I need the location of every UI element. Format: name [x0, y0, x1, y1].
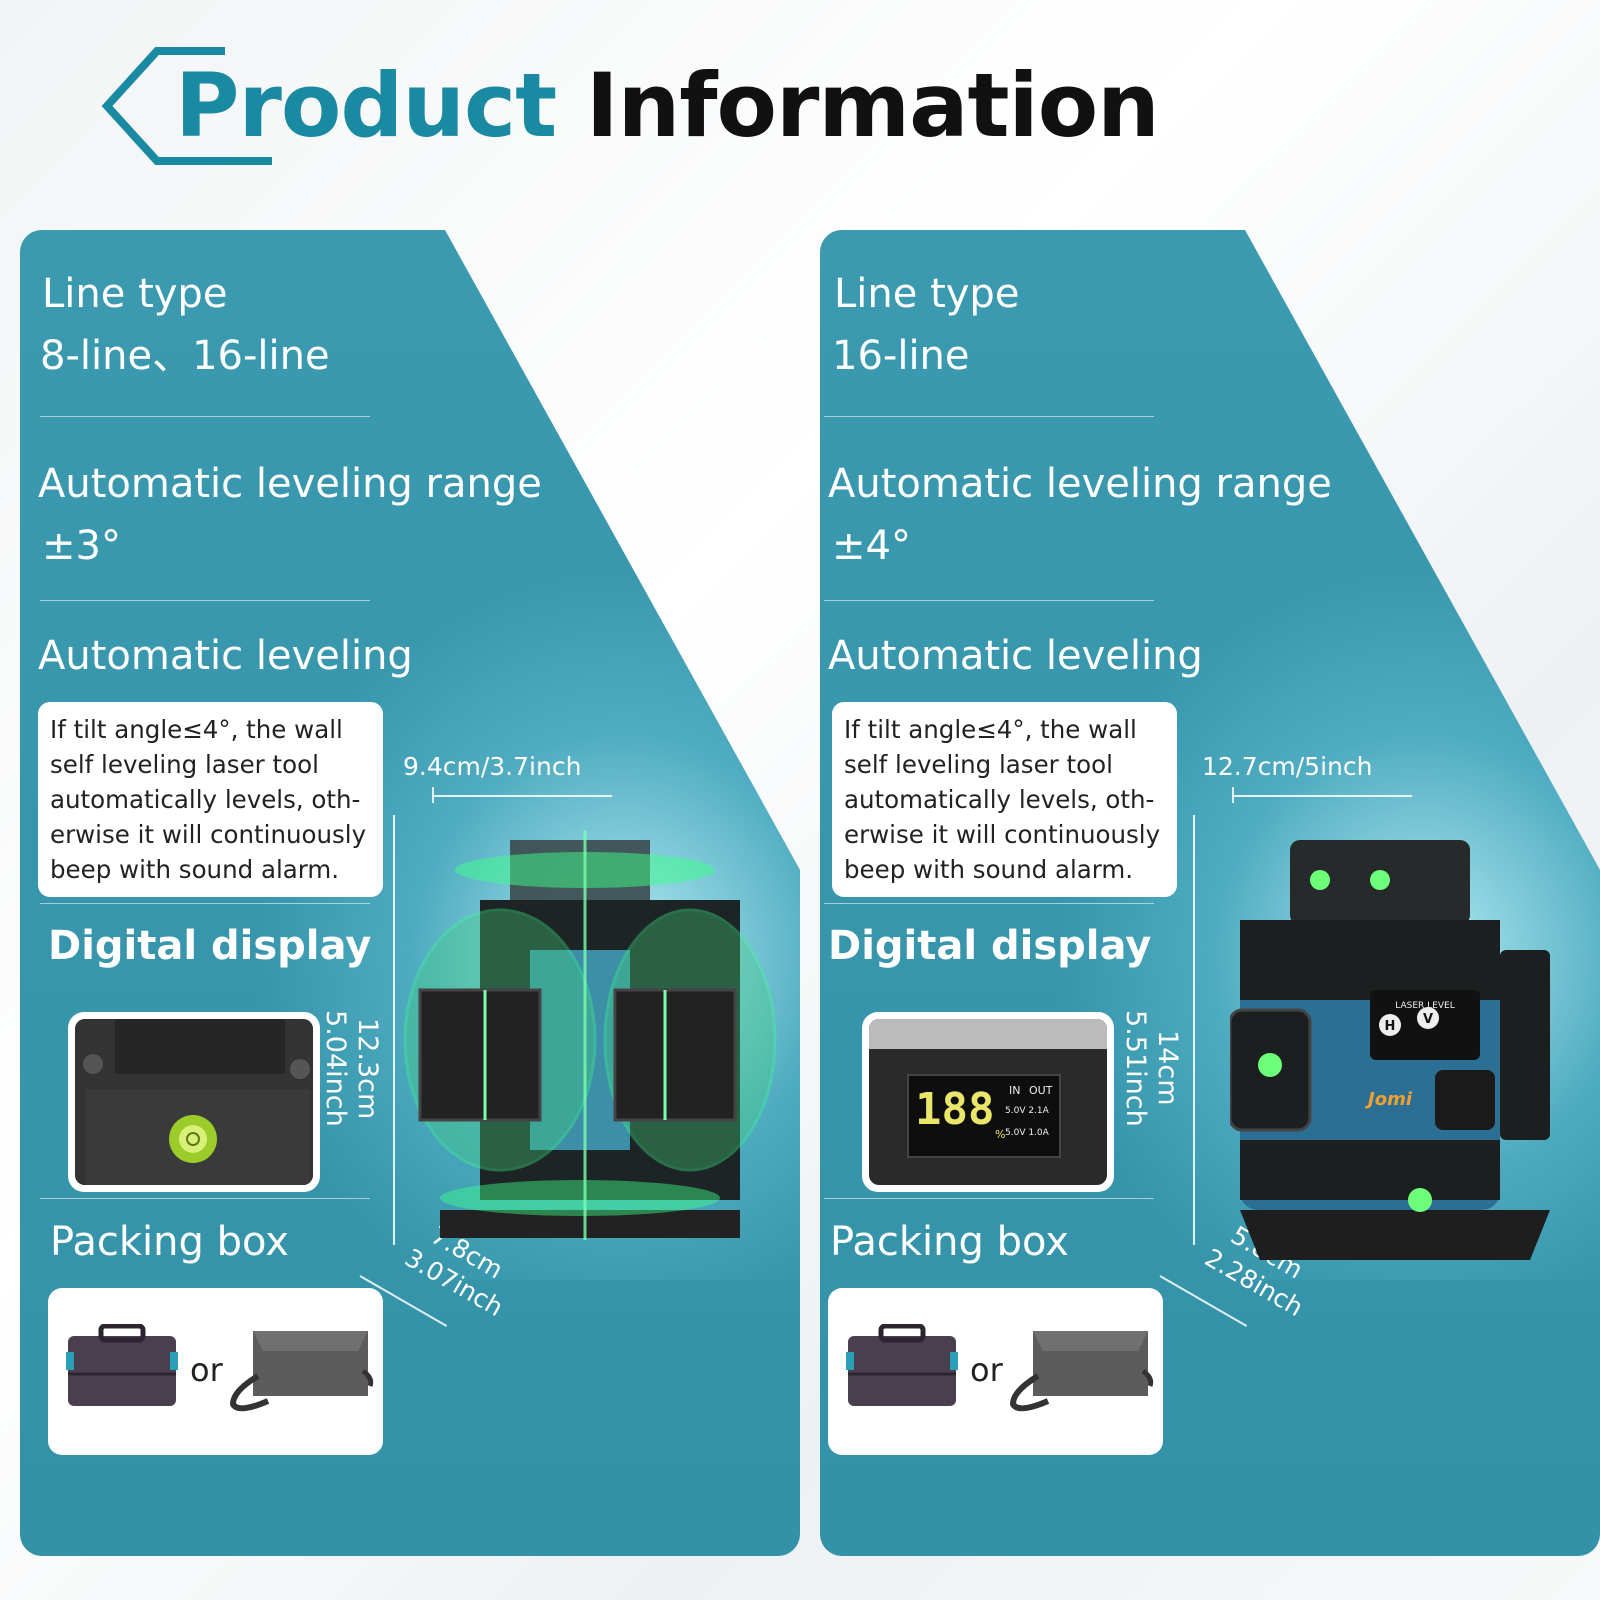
auto-level-note: If tilt angle≤4°, the wall self leveling… — [38, 702, 383, 897]
packing-label: Packing box — [830, 1219, 1069, 1265]
packing-label: Packing box — [50, 1219, 289, 1265]
lcd-in: IN — [1009, 1084, 1021, 1097]
width-dimension: 12.7cm/5inch — [1202, 752, 1373, 781]
note-line: If tilt angle≤4°, the wall — [50, 715, 343, 744]
width-line — [432, 795, 612, 797]
line-type-label: Line type — [42, 271, 228, 317]
divider — [824, 903, 1154, 904]
laser-level-16-line-product: LASER LEVEL H V Jomi — [1230, 840, 1550, 1260]
note-line: self leveling laser tool — [844, 750, 1113, 779]
device-v-button: V — [1423, 1012, 1433, 1027]
auto-level-note: If tilt angle≤4°, the wall self leveling… — [832, 702, 1177, 897]
bubble-vial-icon — [169, 1115, 217, 1163]
bubble-level-closeup — [75, 1019, 313, 1185]
lcd-v2: 5.0V 1.0A — [1005, 1128, 1049, 1138]
device-h-button: H — [1385, 1019, 1396, 1034]
digital-display-closeup: 188 IN OUT 5.0V 2.1A % 5.0V 1.0A — [869, 1019, 1107, 1185]
divider — [824, 416, 1154, 417]
line-type-value: 8-line、16-line — [40, 333, 330, 379]
auto-level-label: Automatic leveling — [828, 633, 1203, 679]
range-label: Automatic leveling range — [828, 461, 1332, 507]
height-dimension-in: 5.04inch — [320, 1010, 351, 1127]
note-line: automatically levels, oth- — [50, 785, 361, 814]
display-photo: 188 IN OUT 5.0V 2.1A % 5.0V 1.0A — [862, 1012, 1114, 1192]
page-title: Product Information — [175, 62, 1160, 150]
hard-case-icon — [66, 1324, 178, 1406]
header-bracket-icon — [101, 47, 272, 165]
auto-level-label: Automatic leveling — [38, 633, 413, 679]
soft-bag-icon — [229, 1331, 374, 1412]
divider — [40, 600, 370, 601]
packing-options: or — [48, 1288, 383, 1455]
title-information: Information — [585, 54, 1160, 157]
note-line: beep with sound alarm. — [844, 855, 1134, 884]
lcd-digits: 188 — [915, 1084, 995, 1135]
height-dimension-cm: 12.3cm — [352, 1018, 383, 1120]
lcd-out: OUT — [1029, 1084, 1053, 1097]
title-product: Product — [175, 54, 557, 157]
height-line — [1193, 815, 1195, 1245]
note-line: erwise it will continuously — [50, 820, 367, 849]
divider — [824, 1198, 1154, 1199]
divider — [824, 600, 1154, 601]
device-model-text: LASER LEVEL — [1395, 1001, 1454, 1011]
divider — [40, 416, 370, 417]
or-text: or — [970, 1351, 1003, 1389]
width-line — [1232, 795, 1412, 797]
note-line: erwise it will continuously — [844, 820, 1161, 849]
height-dimension-cm: 14cm — [1152, 1030, 1183, 1106]
display-label: Digital display — [48, 923, 372, 969]
line-type-value: 16-line — [832, 333, 970, 379]
note-line: If tilt angle≤4°, the wall — [844, 715, 1137, 744]
or-text: or — [190, 1351, 223, 1389]
divider — [40, 903, 370, 904]
width-tick — [432, 787, 434, 803]
height-line — [393, 815, 395, 1245]
soft-bag-icon — [1009, 1331, 1154, 1412]
note-line: automatically levels, oth- — [844, 785, 1155, 814]
display-label: Digital display — [828, 923, 1152, 969]
range-label: Automatic leveling range — [38, 461, 542, 507]
packing-options: or — [828, 1288, 1163, 1455]
height-dimension-in: 5.51inch — [1120, 1010, 1151, 1127]
divider — [40, 1198, 370, 1199]
lcd-percent: % — [995, 1128, 1006, 1141]
note-line: self leveling laser tool — [50, 750, 319, 779]
hard-case-icon — [846, 1324, 958, 1406]
lcd-screen: 188 IN OUT 5.0V 2.1A % 5.0V 1.0A — [907, 1074, 1061, 1158]
display-photo — [68, 1012, 320, 1192]
lcd-v1: 5.0V 2.1A — [1005, 1106, 1049, 1116]
range-value: ±4° — [832, 523, 911, 569]
note-line: beep with sound alarm. — [50, 855, 340, 884]
laser-level-8-16-line-product — [403, 830, 777, 1240]
width-dimension: 9.4cm/3.7inch — [403, 752, 582, 781]
line-type-label: Line type — [834, 271, 1020, 317]
device-brand-logo: Jomi — [1365, 1089, 1413, 1110]
width-tick — [1232, 787, 1234, 803]
range-value: ±3° — [42, 523, 121, 569]
